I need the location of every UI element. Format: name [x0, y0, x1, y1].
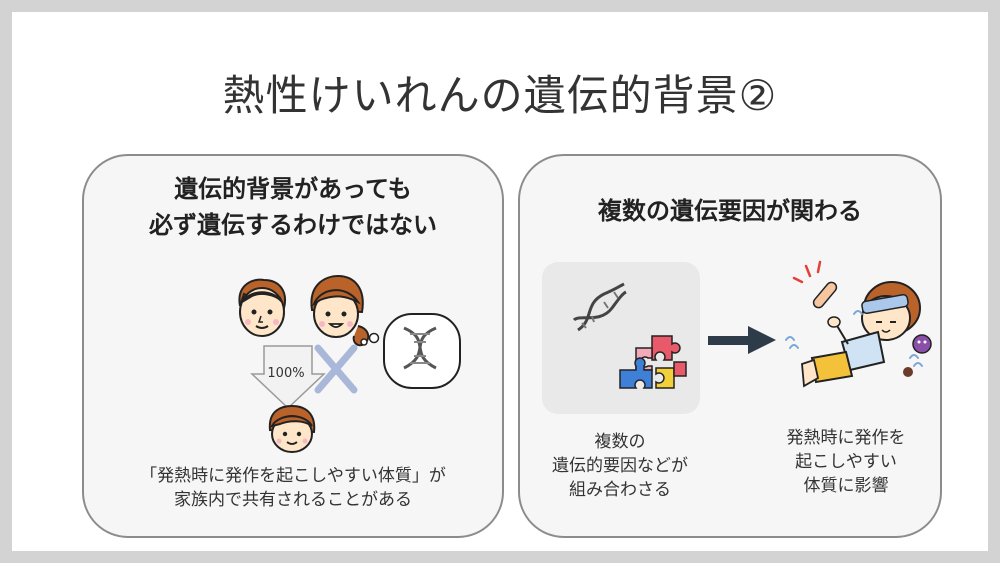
right-right-caption-line3: 体質に影響 — [803, 476, 889, 496]
right-left-caption-line3: 組み合わさる — [569, 480, 671, 500]
right-arrow-icon — [708, 326, 776, 354]
father-icon — [238, 278, 286, 337]
right-right-caption-line1: 発熱時に発作を — [786, 428, 906, 448]
left-caption-line1: 「発熱時に発作を起こしやすい体質」が — [140, 466, 446, 486]
left-heading-line1: 遺伝的背景があっても — [174, 175, 412, 203]
puzzle-icon — [619, 335, 687, 389]
right-right-caption-line2: 起こしやすい — [795, 452, 897, 472]
right-left-caption-line2: 遺伝的要因などが — [552, 456, 688, 476]
thought-bubble-dna-icon — [360, 313, 461, 389]
left-panel: 遺伝的背景があっても 必ず遺伝するわけではない — [82, 154, 504, 538]
dna-icon — [572, 282, 627, 332]
left-heading-line2: 必ず遺伝するわけではない — [149, 211, 437, 239]
slide: 熱性けいれんの遺伝的背景② 遺伝的背景があっても 必ず遺伝するわけではない — [12, 12, 988, 551]
left-caption-line2: 家族内で共有されることがある — [174, 490, 412, 510]
right-left-caption-line1: 複数の — [594, 432, 646, 452]
inheritance-percent-label: 100% — [267, 366, 305, 381]
slide-title: 熱性けいれんの遺伝的背景② — [222, 71, 778, 120]
cross-mark-icon — [314, 344, 358, 394]
child-icon — [268, 404, 316, 453]
right-heading: 複数の遺伝要因が関わる — [598, 197, 862, 225]
down-arrow-icon — [250, 345, 326, 410]
feverish-child-icon — [785, 260, 932, 388]
right-panel: 複数の遺伝要因が関わる — [518, 154, 942, 538]
